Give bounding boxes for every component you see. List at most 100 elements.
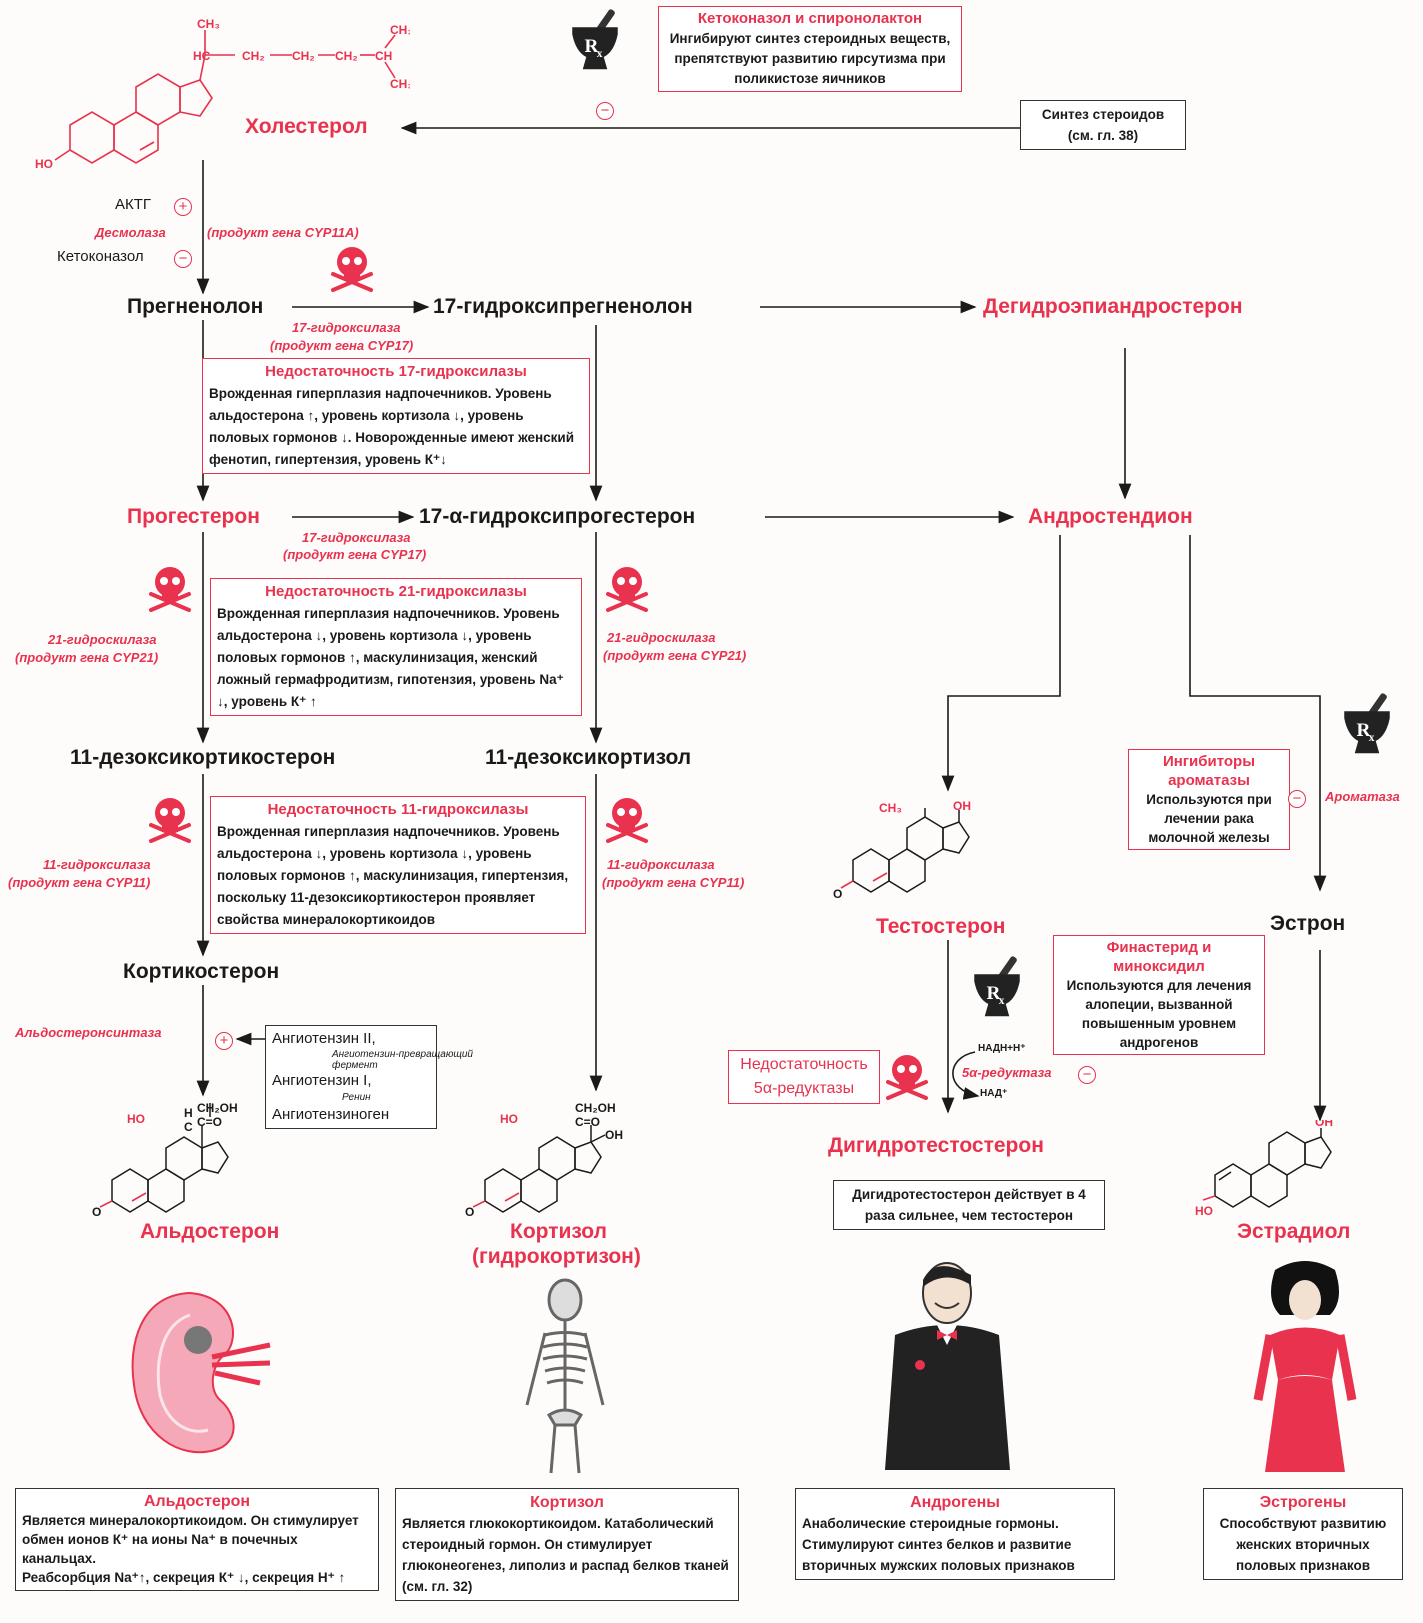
skull-icon xyxy=(149,798,191,843)
box-text: Является минералокортикоидом. Он стимули… xyxy=(22,1513,359,1566)
node-cortisol-alt: (гидрокортизон) xyxy=(472,1245,641,1268)
aldosterone-structure: CH₂OH C=O H C HO O xyxy=(92,1101,238,1219)
rx-mortar-icon: R x xyxy=(572,9,618,70)
deficiency-11-hydroxylase-box: Недостаточность 11-гидроксилазы Врожденн… xyxy=(210,796,586,934)
box-text: Врожденная гиперплазия надпочечников. Ур… xyxy=(209,386,575,467)
angiotensinogen: Ангиотензиноген xyxy=(272,1106,390,1123)
c-label: C xyxy=(184,1120,193,1134)
reductase-deficiency-box: Недостаточность 5α-редуктазы xyxy=(728,1050,880,1104)
enzyme-17-hydroxylase-gene: (продукт гена CYP17) xyxy=(283,547,427,562)
box-title: Недостаточность 17-гидроксилазы xyxy=(265,363,527,380)
ch2-label: CH₂ xyxy=(335,49,358,63)
node-11-deoxycorticosterone: 11-дезоксикортикостерон xyxy=(70,746,336,769)
svg-text:x: x xyxy=(597,48,603,60)
ch3-label: CH₃ xyxy=(879,801,902,815)
enzyme-desmolase: Десмолаза xyxy=(95,225,166,240)
enzyme-5a-reductase: 5α-редуктаза xyxy=(962,1065,1052,1080)
androgens-info-box: Андрогены Анаболические стероидные гормо… xyxy=(795,1488,1115,1580)
box-text: Используются при лечении рака молочной ж… xyxy=(1146,792,1272,845)
enzyme-17-hydroxylase-gene: (продукт гена CYP17) xyxy=(270,338,414,353)
box-text: Врожденная гиперплазия надпочечников. Ур… xyxy=(217,606,564,709)
enzyme-desmolase-gene: (продукт гена CYP11A) xyxy=(207,225,359,240)
enzyme-11-hydroxylase-gene: (продукт гена CYP11) xyxy=(8,875,151,890)
oh-label: OH xyxy=(1315,1120,1333,1129)
o-label: O xyxy=(833,887,842,901)
woman-illustration xyxy=(1253,1261,1357,1472)
aldosterone-info-box: Альдостерон Является минералокортикоидом… xyxy=(15,1488,379,1591)
box-text: Способствуют развитию женских вторичных … xyxy=(1219,1516,1387,1573)
node-dihydrotestosterone: Дигидротестостерон xyxy=(828,1134,1044,1157)
node-corticosterone: Кортикостерон xyxy=(123,960,280,983)
minus-icon: − xyxy=(596,102,614,120)
box-title: Эстрогены xyxy=(1259,1494,1347,1511)
rx-mortar-icon: R x xyxy=(974,956,1020,1017)
man-illustration xyxy=(885,1262,1010,1470)
aromatase-inhibitors-box: Ингибиторы ароматазы Используются при ле… xyxy=(1128,749,1290,850)
node-estradiol: Эстрадиол xyxy=(1237,1220,1351,1243)
box-title: Альдостерон xyxy=(143,1493,251,1510)
svg-text:R: R xyxy=(1357,720,1372,741)
box-title: Недостаточность 11-гидроксилазы xyxy=(267,801,529,818)
node-17-alpha-hydroxyprogesterone: 17-α-гидроксипрогестерон xyxy=(419,505,696,528)
box-text: Используются для лечения алопеции, вызва… xyxy=(1066,978,1252,1050)
box-title: Ингибиторы ароматазы xyxy=(1162,753,1256,789)
deficiency-21-hydroxylase-box: Недостаточность 21-гидроксилазы Врожденн… xyxy=(210,578,582,716)
node-17-hydroxypregnenolone: 17-гидроксипрегненолон xyxy=(433,295,693,318)
ho-label: HO xyxy=(1195,1204,1213,1218)
plus-icon: + xyxy=(174,198,192,216)
node-pregnenolone: Прегненолон xyxy=(127,295,264,318)
h-label: H xyxy=(184,1106,193,1120)
estrogens-info-box: Эстрогены Способствуют развитию женских … xyxy=(1203,1488,1403,1580)
oh-label: OH xyxy=(953,800,971,813)
box-title: Кортизол xyxy=(530,1494,604,1511)
node-cholesterol: Холестерол xyxy=(245,115,368,138)
cholesterol-structure: HC CH₃ CH₂ CH₂ CH₂ CH CH₃ CH₃ HO xyxy=(35,17,410,171)
dht-note-box: Дигидротестостерон действует в 4 раза си… xyxy=(833,1180,1105,1230)
dht-note-text: Дигидротестостерон действует в 4 раза си… xyxy=(852,1187,1086,1223)
nad-label: НАД⁺ xyxy=(980,1088,1008,1099)
node-testosterone: Тестостерон xyxy=(876,915,1006,938)
co-label: C=O xyxy=(575,1115,600,1129)
angiotensin-box: Ангиотензин II, Ангиотензин-превращающий… xyxy=(265,1025,473,1129)
box-title: Финастерид и миноксидил xyxy=(1106,939,1212,975)
box-text: Ингибируют синтез стероидных веществ, пр… xyxy=(669,31,951,86)
ho-label: HO xyxy=(500,1112,518,1126)
ch2-label: CH₂ xyxy=(292,49,315,63)
ch2oh-label: CH₂OH xyxy=(575,1101,616,1115)
nadh-label: НАДН+Н⁺ xyxy=(978,1043,1026,1054)
node-aldosterone: Альдостерон xyxy=(140,1220,280,1243)
ch2oh-label: CH₂OH xyxy=(197,1101,238,1115)
hc-label: HC xyxy=(193,49,211,63)
rx-ketoconazole-box: Кетоконазол и спиронолактон Ингибируют с… xyxy=(658,6,962,92)
ho-label: HO xyxy=(127,1112,145,1126)
enzyme-21-hydroxylase: 21-гидроскилаза xyxy=(607,630,716,645)
node-cortisol: Кортизол xyxy=(510,1220,607,1243)
enzyme-aromatase: Ароматаза xyxy=(1325,789,1400,804)
plus-icon: + xyxy=(215,1032,233,1050)
skull-icon xyxy=(606,798,648,843)
ch3-label: CH₃ xyxy=(197,17,220,31)
kidney-illustration xyxy=(131,1291,271,1454)
enzyme-21-hydroxylase-gene: (продукт гена CYP21) xyxy=(15,650,159,665)
skull-icon xyxy=(606,567,648,612)
skeleton-illustration xyxy=(525,1278,605,1474)
box-title: Недостаточность 5α-редуктазы xyxy=(740,1056,868,1097)
enzyme-aldosterone-synthase: Альдостеронсинтаза xyxy=(15,1025,162,1040)
ch3-label: CH₃ xyxy=(390,77,410,91)
skull-icon xyxy=(331,247,373,292)
deficiency-17-hydroxylase-box: Недостаточность 17-гидроксилазы Врожденн… xyxy=(202,358,590,474)
ho-label: HO xyxy=(35,157,53,171)
enzyme-21-hydroxylase: 21-гидроскилаза xyxy=(48,632,157,647)
ch2-label: CH₂ xyxy=(242,49,265,63)
box-title: Андрогены xyxy=(910,1494,1000,1511)
synthesis-line1: Синтез стероидов xyxy=(1041,107,1165,122)
cortisol-structure: CH₂OH C=O OH HO O xyxy=(465,1101,623,1219)
box-title: Кетоконазол и спиронолактон xyxy=(697,10,923,27)
minus-icon: − xyxy=(1288,790,1306,808)
skull-icon xyxy=(886,1055,928,1100)
box-text: Врожденная гиперплазия надпочечников. Ур… xyxy=(217,824,569,927)
svg-text:R: R xyxy=(987,983,1002,1004)
node-androstenedione: Андростендион xyxy=(1028,505,1193,528)
enzyme-11-hydroxylase: 11-гидроксилаза xyxy=(607,857,715,872)
